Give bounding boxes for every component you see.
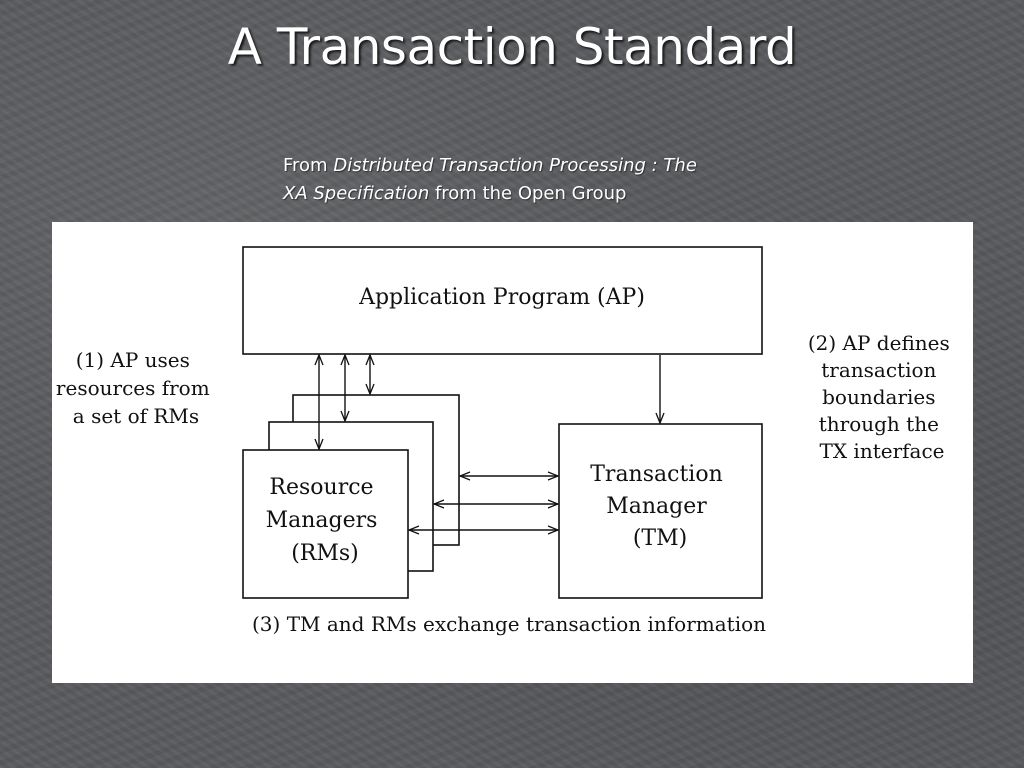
citation-suffix: from the Open Group	[429, 183, 627, 204]
note-right-line4: through the	[819, 412, 939, 436]
note-left-line3: a set of RMs	[73, 404, 199, 428]
citation-prefix: From	[283, 155, 334, 176]
note-ap-defines-boundaries: (2) AP defines transaction boundaries th…	[808, 331, 956, 463]
resource-managers-label-line3: (RMs)	[291, 541, 359, 566]
transaction-manager-label: Transaction Manager (TM)	[590, 462, 730, 551]
note-ap-uses-resources: (1) AP uses resources from a set of RMs	[56, 348, 216, 428]
resource-managers-label-line1: Resource	[269, 475, 373, 500]
note-right-line1: (2) AP defines	[808, 331, 950, 355]
citation-source-title-line1: Distributed Transaction Processing : The	[333, 155, 697, 176]
note-left-line1: (1) AP uses	[76, 348, 190, 372]
transaction-manager-label-line1: Transaction	[590, 462, 723, 487]
resource-managers-label-line2: Managers	[266, 508, 378, 533]
note-left-line2: resources from	[56, 376, 210, 400]
resource-managers-label: Resource Managers (RMs)	[266, 475, 385, 566]
application-program-label: Application Program (AP)	[358, 285, 645, 310]
note-right-line2: transaction	[821, 358, 936, 382]
xa-model-diagram: Application Program (AP) Resource Manage…	[56, 246, 956, 636]
citation-source-title-line2: XA Specification	[283, 183, 430, 204]
note-right-line3: boundaries	[822, 385, 935, 409]
xa-model-figure: Application Program (AP) Resource Manage…	[52, 222, 973, 683]
slide-title: A Transaction Standard	[227, 18, 797, 76]
resource-managers-box	[242, 449, 409, 599]
note-right-line5: TX interface	[819, 439, 944, 463]
application-program-box	[242, 246, 763, 355]
transaction-manager-label-line2: Manager	[606, 494, 707, 519]
transaction-manager-box	[558, 423, 763, 599]
note-tm-rm-exchange: (3) TM and RMs exchange transaction info…	[252, 612, 766, 636]
citation: From Distributed Transaction Processing …	[283, 152, 763, 208]
transaction-manager-label-line3: (TM)	[633, 526, 687, 551]
